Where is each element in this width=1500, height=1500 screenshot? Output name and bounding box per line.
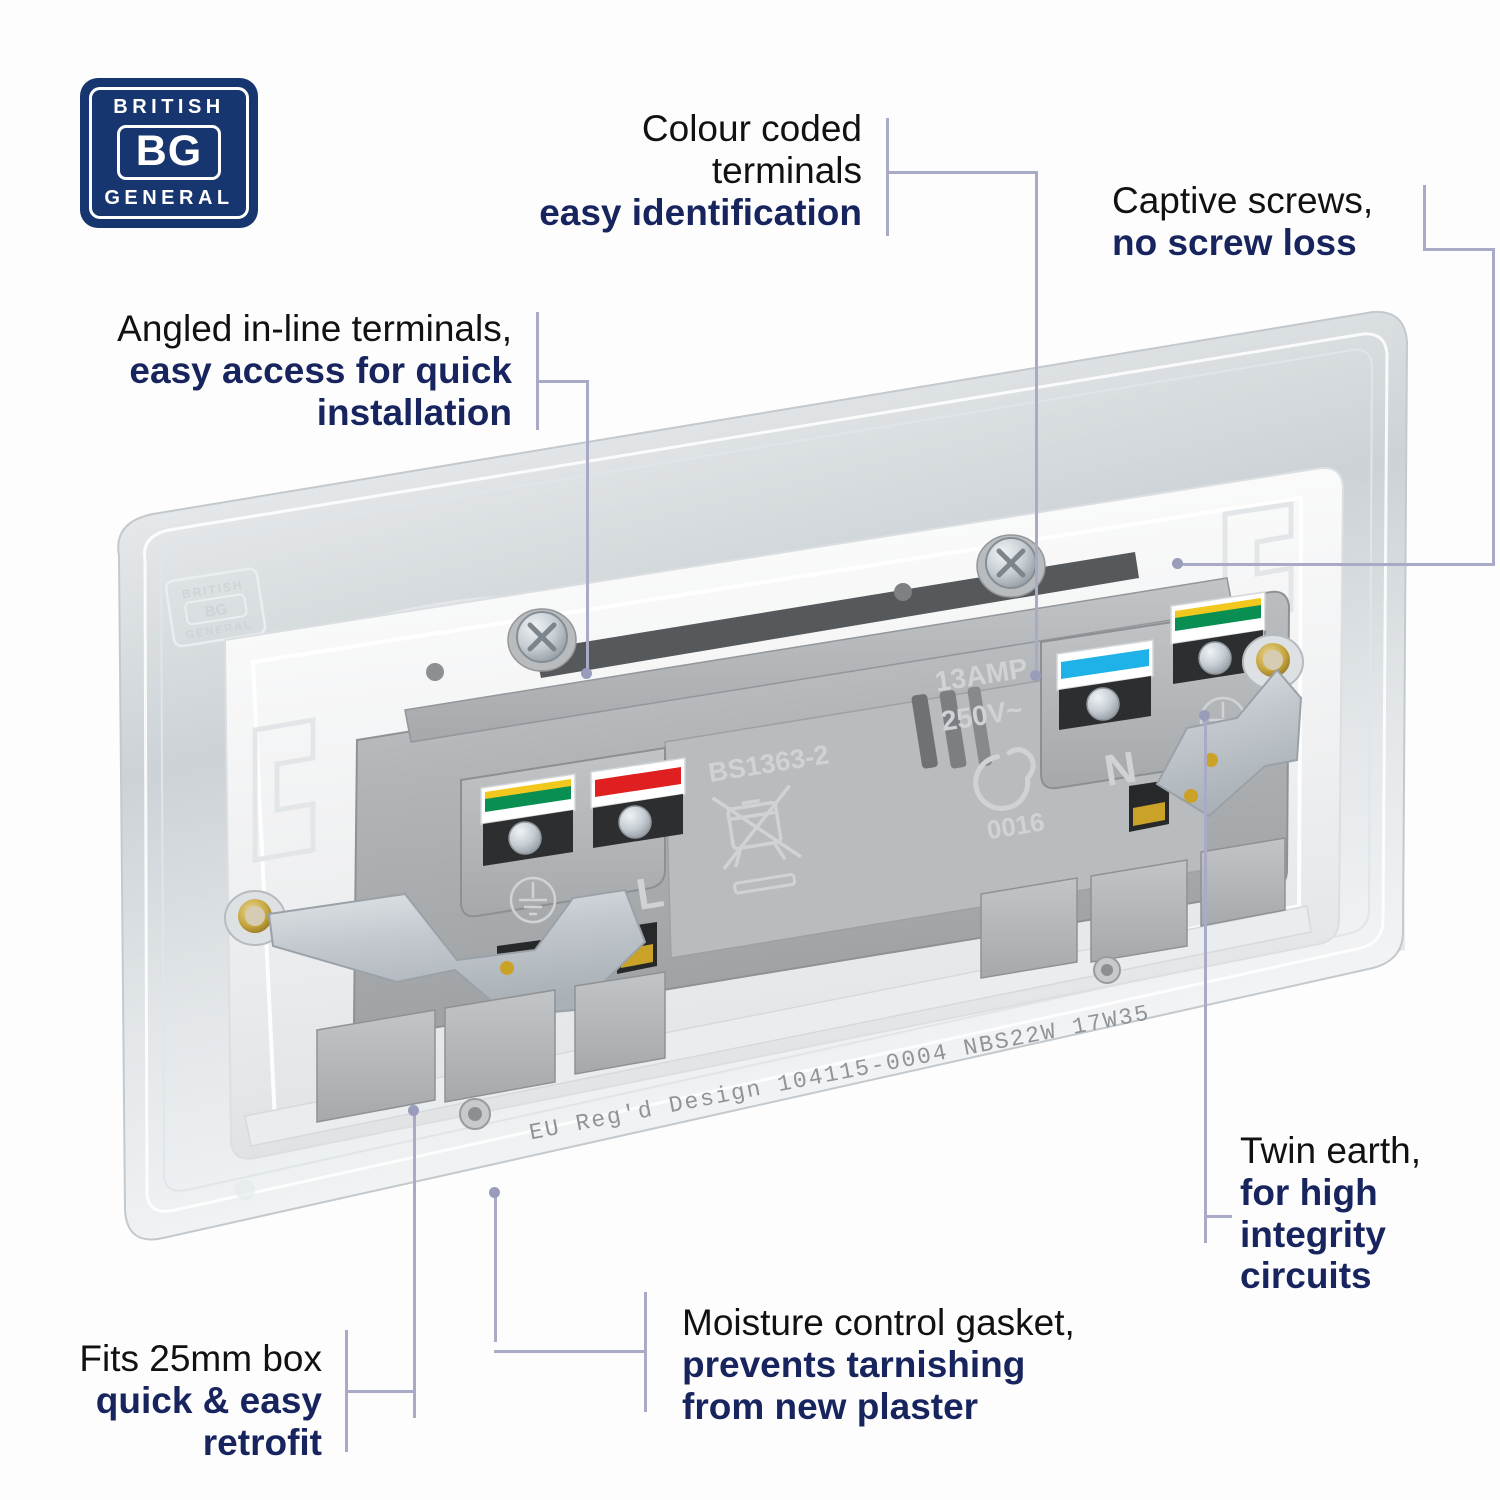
leader-dot-twin-earth	[1199, 710, 1210, 721]
brass-fixing-eyelets	[224, 634, 1304, 946]
callout-angled-plain: Angled in-line terminals,	[117, 308, 512, 349]
weee-icon	[711, 784, 802, 895]
leader-captive-v2	[1492, 248, 1495, 566]
fixing-eyelet-right	[1242, 634, 1304, 690]
logo-top-text: BRITISH	[113, 96, 225, 118]
callout-twin-earth-bold: for high integrity circuits	[1240, 1171, 1386, 1297]
leader-angled-h	[536, 380, 588, 383]
callout-fits-25mm-box: Fits 25mm box quick & easy retrofit	[20, 1338, 322, 1463]
callout-fits-box-bold: quick & easy retrofit	[95, 1379, 322, 1463]
callout-moisture-control-gasket: Moisture control gasket, prevents tarnis…	[682, 1302, 1142, 1427]
terminal-block-left: L	[460, 746, 686, 924]
leader-twin-earth-h	[1204, 1215, 1232, 1218]
leader-moisture-v2	[644, 1292, 647, 1412]
earth-symbol-icon	[509, 876, 557, 924]
bg-general-logo: BRITISH BG GENERAL	[80, 78, 258, 228]
callout-captive-bold: no screw loss	[1112, 221, 1357, 263]
earth-strap-right	[1155, 668, 1303, 818]
leader-fits-box-v2	[345, 1330, 348, 1452]
terminal-live-left: L	[590, 757, 686, 920]
captive-screw-right	[976, 534, 1046, 598]
callout-moisture-plain: Moisture control gasket,	[682, 1302, 1075, 1343]
callout-twin-earth-plain: Twin earth,	[1240, 1130, 1421, 1171]
callout-fits-box-plain: Fits 25mm box	[79, 1338, 322, 1379]
leader-dot-angled	[581, 668, 592, 679]
logo-frame: BRITISH BG GENERAL	[89, 87, 249, 219]
logo-monogram-box: BG	[116, 125, 222, 180]
leader-captive-h1	[1423, 248, 1495, 251]
callout-colour-coded-terminals: Colour coded terminals easy identificati…	[460, 108, 862, 233]
certification-icon	[973, 747, 1036, 811]
leader-angled-v1	[536, 312, 539, 430]
leader-moisture-h	[494, 1350, 646, 1353]
socket-product-photo: BRITISH BG GENERAL	[105, 310, 1415, 1300]
fixing-eyelet-left	[224, 890, 286, 946]
leader-captive-v1	[1423, 185, 1426, 250]
leader-colour-coded-v2	[1035, 171, 1038, 676]
callout-colour-coded-bold: easy identification	[539, 191, 862, 233]
callout-twin-earth: Twin earth, for high integrity circuits	[1240, 1130, 1490, 1297]
logo-bottom-text: GENERAL	[104, 187, 234, 209]
callout-angled-in-line-terminals: Angled in-line terminals, easy access fo…	[60, 308, 512, 433]
callout-captive-screws: Captive screws, no screw loss	[1112, 180, 1412, 264]
callout-angled-bold: easy access for quick installation	[129, 349, 512, 433]
leader-dot-captive	[1172, 558, 1183, 569]
captive-screws	[426, 534, 1046, 681]
leader-dot-moisture	[489, 1187, 500, 1198]
leader-captive-h2	[1176, 563, 1494, 566]
leader-dot-fits-box	[408, 1105, 419, 1116]
callout-captive-plain: Captive screws,	[1112, 180, 1374, 221]
terminal-block-right: N	[1040, 591, 1266, 796]
leader-colour-coded-h	[886, 171, 1038, 174]
terminal-earth-left	[480, 773, 576, 924]
leader-twin-earth-v	[1204, 715, 1207, 1243]
logo-monogram-text: BG	[135, 127, 203, 175]
leader-angled-v2	[586, 380, 589, 674]
leader-fits-box-v	[413, 1110, 416, 1418]
leader-colour-coded-v1	[886, 118, 889, 236]
callout-colour-coded-plain: Colour coded terminals	[641, 108, 862, 191]
lower-grey-blocks	[316, 837, 1286, 1130]
terminal-neutral-right: N	[1056, 639, 1154, 796]
leader-fits-box-h	[345, 1390, 415, 1393]
leader-dot-colour-coded	[1030, 670, 1041, 681]
svg-text:BG: BG	[204, 601, 229, 621]
captive-screw-left	[507, 608, 577, 672]
leader-moisture-v1	[494, 1192, 497, 1342]
twin-earth-straps	[267, 668, 1303, 1018]
earth-strap-left	[267, 888, 647, 1018]
callout-moisture-bold: prevents tarnishing from new plaster	[682, 1343, 1026, 1427]
